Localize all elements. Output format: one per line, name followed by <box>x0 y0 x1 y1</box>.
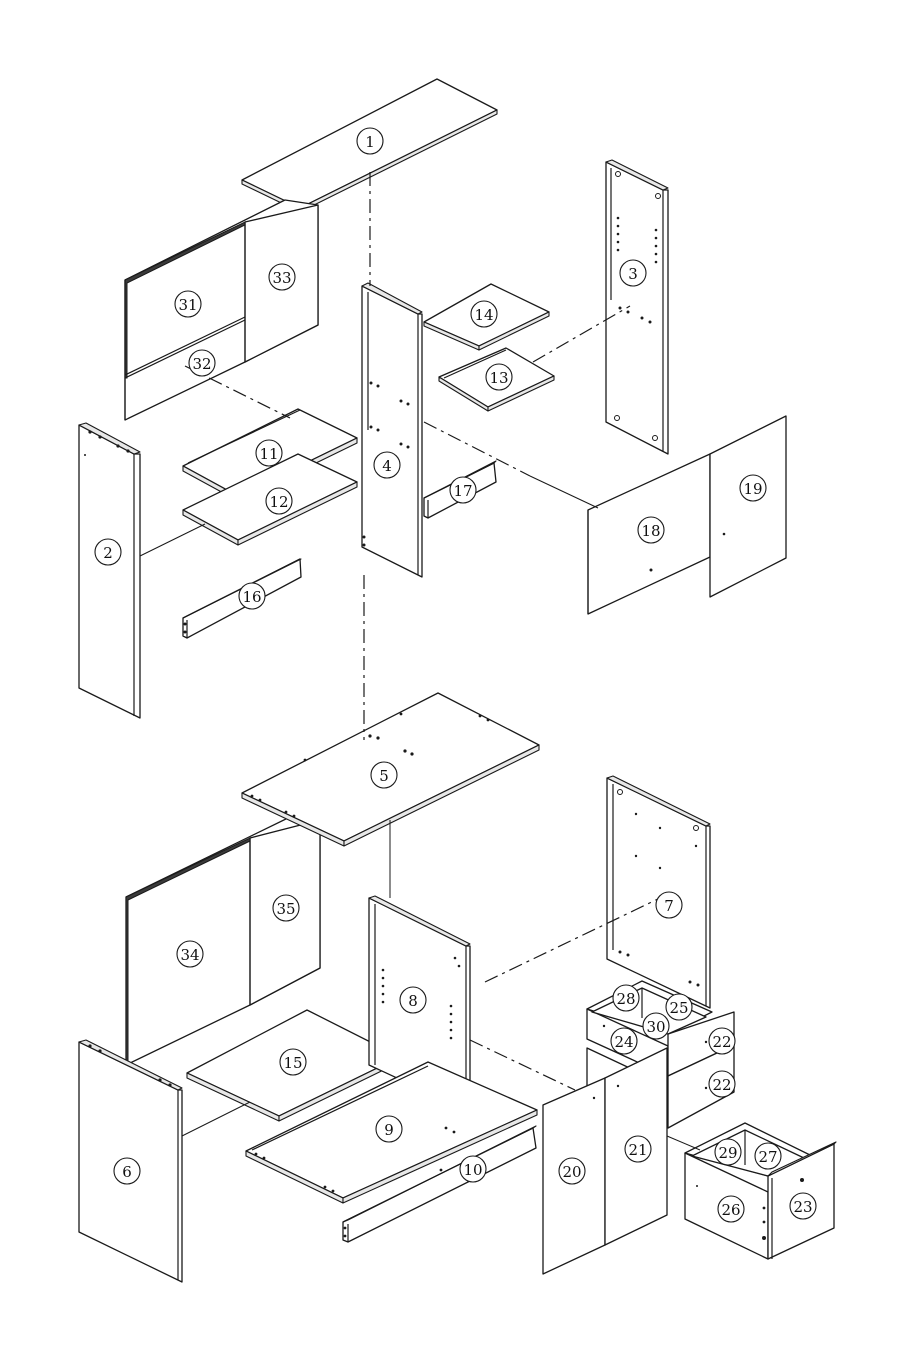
svg-text:34: 34 <box>180 946 199 964</box>
svg-text:15: 15 <box>283 1054 302 1072</box>
svg-text:4: 4 <box>382 457 392 475</box>
callout-22-lower: 22 <box>709 1071 735 1097</box>
part-4-middle-panel <box>362 283 422 577</box>
callout-20: 20 <box>559 1158 585 1184</box>
callout-30: 30 <box>643 1013 669 1039</box>
callout-33: 33 <box>269 264 295 290</box>
svg-text:17: 17 <box>453 482 472 500</box>
callout-18: 18 <box>638 517 664 543</box>
callout-6: 6 <box>114 1158 140 1184</box>
callout-24: 24 <box>611 1028 637 1054</box>
svg-text:6: 6 <box>122 1163 132 1181</box>
svg-text:23: 23 <box>793 1198 812 1216</box>
callout-14: 14 <box>471 301 497 327</box>
callout-13: 13 <box>486 364 512 390</box>
callout-31: 31 <box>175 291 201 317</box>
callout-32: 32 <box>189 350 215 376</box>
svg-text:9: 9 <box>384 1121 394 1139</box>
drawer-front-assembly <box>685 1123 836 1259</box>
svg-text:30: 30 <box>646 1018 665 1036</box>
svg-text:21: 21 <box>628 1141 647 1159</box>
svg-text:29: 29 <box>718 1144 737 1162</box>
svg-text:27: 27 <box>758 1148 777 1166</box>
callout-16: 16 <box>239 583 265 609</box>
callout-5: 5 <box>371 762 397 788</box>
callout-1: 1 <box>357 128 383 154</box>
svg-text:14: 14 <box>474 306 493 324</box>
svg-text:22: 22 <box>712 1076 731 1094</box>
svg-text:35: 35 <box>276 900 295 918</box>
callout-23: 23 <box>790 1193 816 1219</box>
callout-9: 9 <box>376 1116 402 1142</box>
part-2-left-side-panel <box>79 423 140 718</box>
callout-26: 26 <box>718 1196 744 1222</box>
part-3-right-side-panel <box>606 160 668 454</box>
part-19-door <box>710 416 786 597</box>
part-7-lower-right-side <box>607 776 710 1008</box>
callout-19: 19 <box>740 475 766 501</box>
svg-text:28: 28 <box>616 990 635 1008</box>
svg-text:1: 1 <box>365 133 375 151</box>
callout-17: 17 <box>450 477 476 503</box>
svg-text:19: 19 <box>743 480 762 498</box>
callout-29: 29 <box>715 1139 741 1165</box>
svg-text:10: 10 <box>463 1161 482 1179</box>
callout-12: 12 <box>266 488 292 514</box>
callout-8: 8 <box>400 987 426 1013</box>
svg-text:32: 32 <box>192 355 211 373</box>
svg-text:20: 20 <box>562 1163 581 1181</box>
svg-text:25: 25 <box>669 999 688 1017</box>
callout-11: 11 <box>256 440 282 466</box>
callout-10: 10 <box>460 1156 486 1182</box>
svg-text:22: 22 <box>712 1033 731 1051</box>
svg-text:7: 7 <box>664 897 674 915</box>
svg-text:13: 13 <box>489 369 508 387</box>
svg-text:26: 26 <box>721 1201 740 1219</box>
callout-22-upper: 22 <box>709 1028 735 1054</box>
callout-27: 27 <box>755 1143 781 1169</box>
svg-text:24: 24 <box>614 1033 633 1051</box>
callout-3: 3 <box>620 260 646 286</box>
svg-text:3: 3 <box>628 265 638 283</box>
svg-text:8: 8 <box>408 992 418 1010</box>
callout-2: 2 <box>95 539 121 565</box>
part-31-32-33-upper-back <box>125 200 318 420</box>
callout-34: 34 <box>177 941 203 967</box>
callout-25: 25 <box>666 994 692 1020</box>
callout-15: 15 <box>280 1049 306 1075</box>
svg-text:16: 16 <box>242 588 261 606</box>
svg-text:11: 11 <box>259 445 278 463</box>
callout-7: 7 <box>656 892 682 918</box>
svg-text:33: 33 <box>272 269 291 287</box>
callout-35: 35 <box>273 895 299 921</box>
svg-text:18: 18 <box>641 522 660 540</box>
svg-text:12: 12 <box>269 493 288 511</box>
svg-text:5: 5 <box>379 767 389 785</box>
callout-4: 4 <box>374 452 400 478</box>
callout-21: 21 <box>625 1136 651 1162</box>
callout-28: 28 <box>613 985 639 1011</box>
svg-text:2: 2 <box>103 544 113 562</box>
svg-text:31: 31 <box>178 296 197 314</box>
